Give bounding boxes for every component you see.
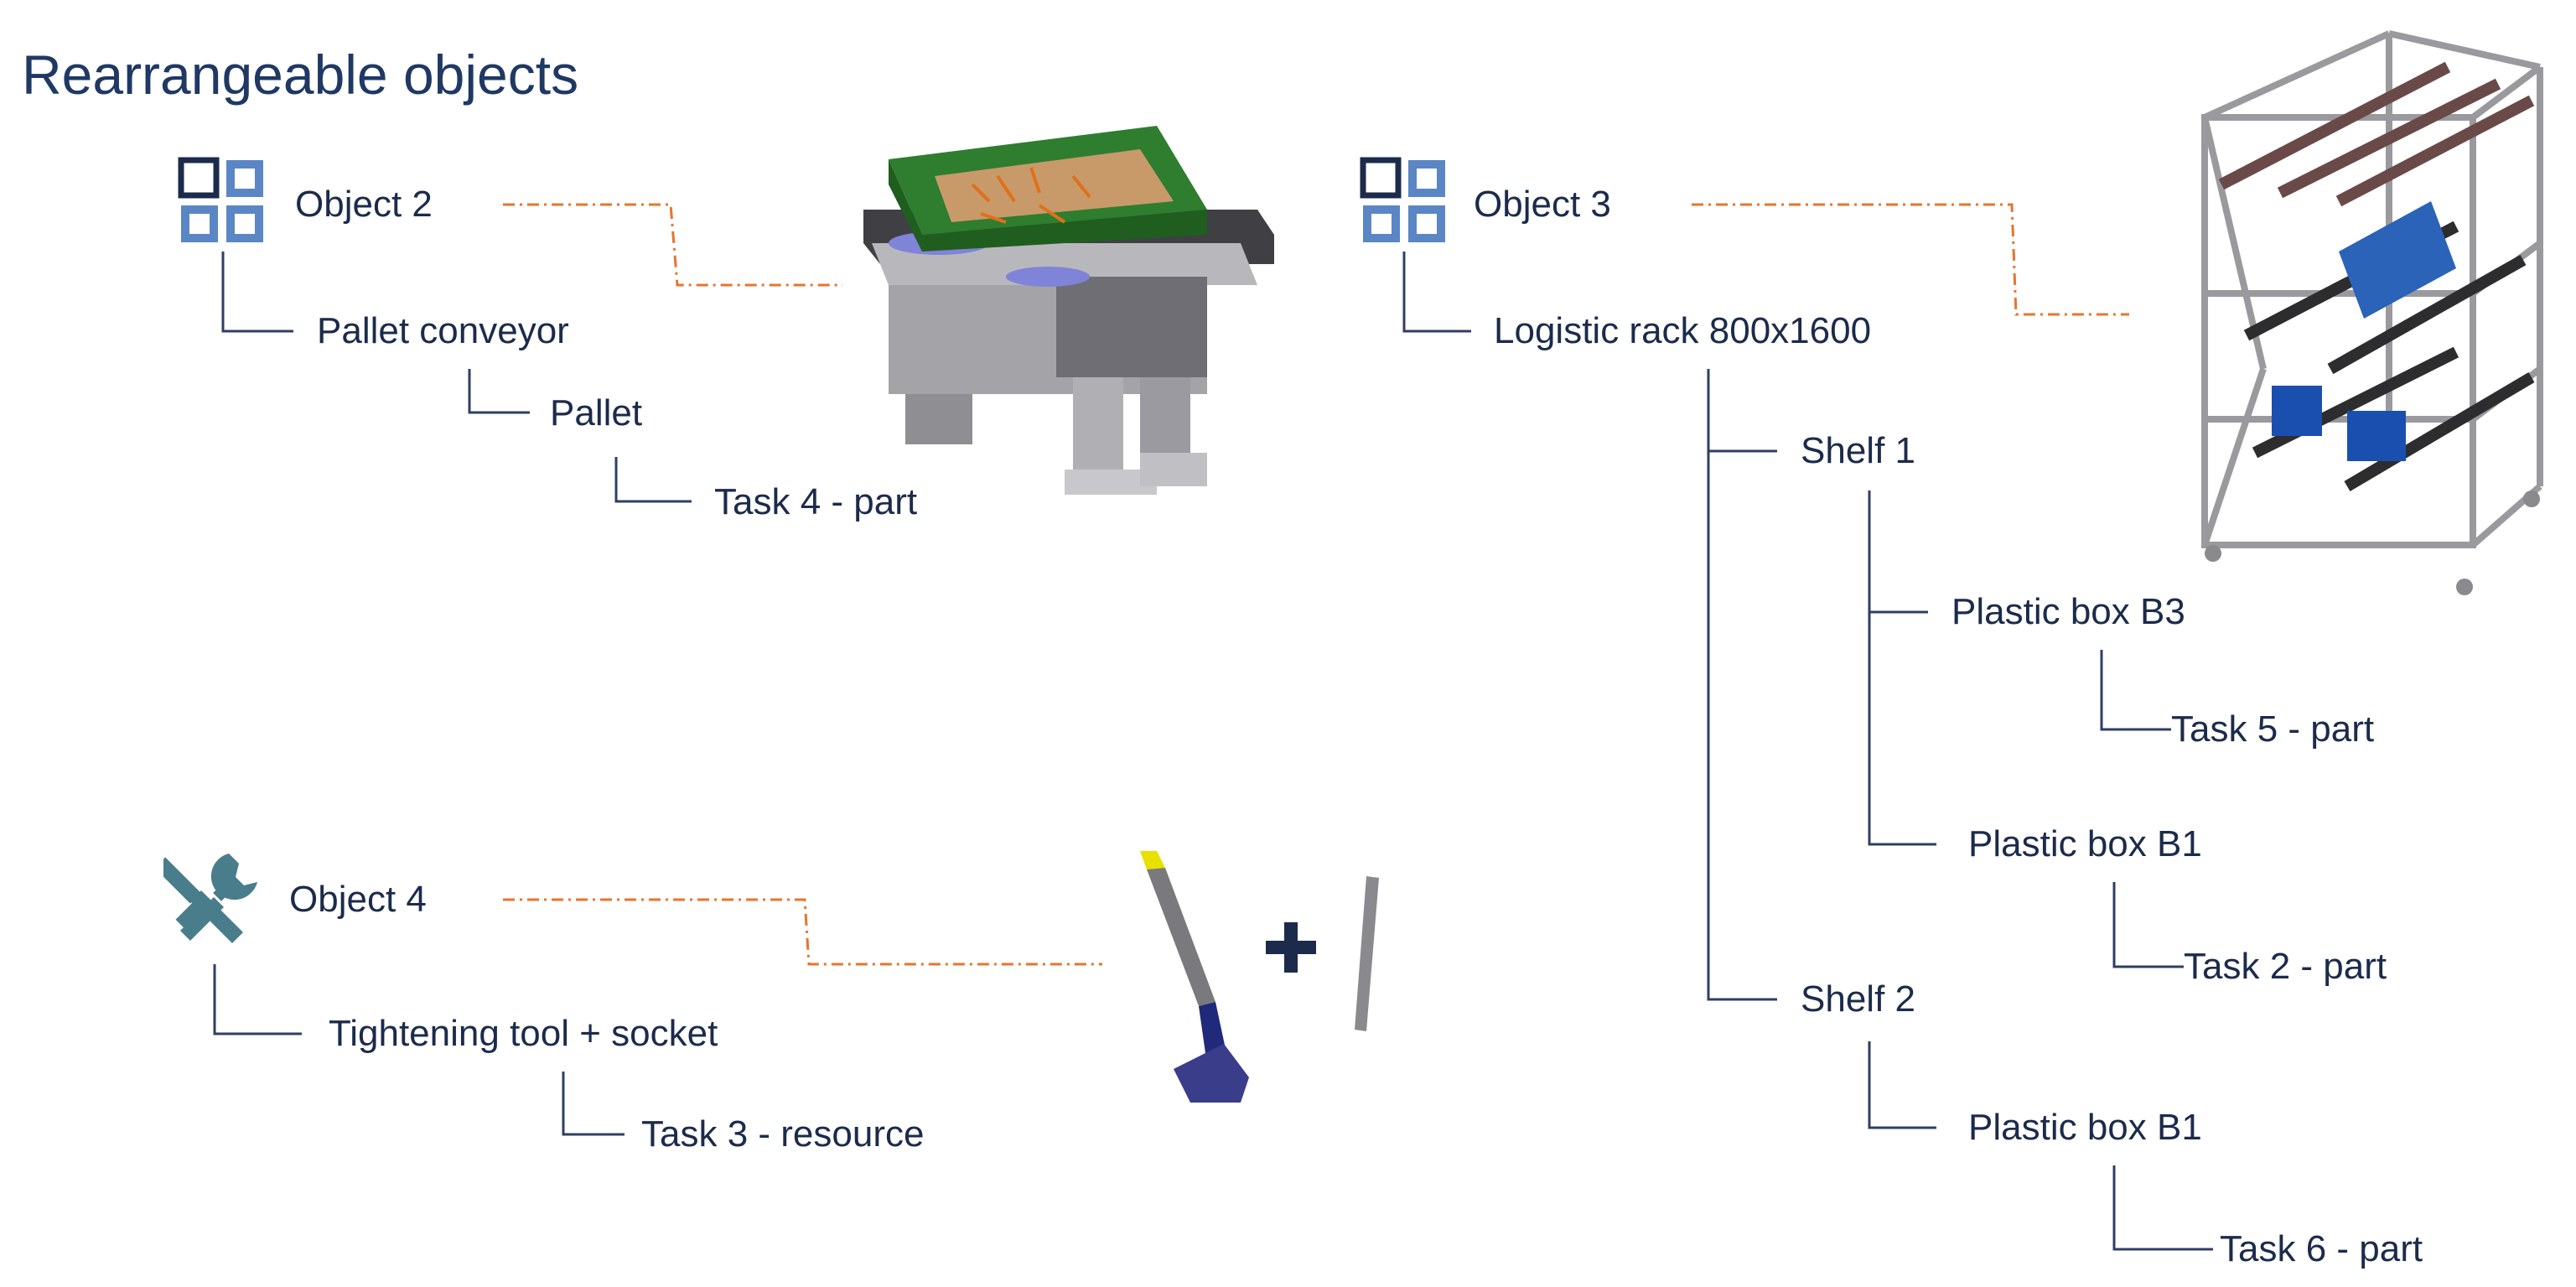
pallet-conveyor-label: Pallet conveyor bbox=[317, 310, 569, 351]
tree-line-tool-task3 bbox=[562, 1072, 625, 1136]
tightening-tool-label: Tightening tool + socket bbox=[329, 1013, 718, 1054]
tree-line-object2-conveyor bbox=[221, 252, 293, 333]
leader-line-object2 bbox=[503, 203, 842, 287]
tightening-tool-image bbox=[1140, 851, 1379, 1103]
tree-line-pallet-task4 bbox=[614, 457, 692, 503]
pallet-label: Pallet bbox=[550, 392, 643, 433]
task-5-label: Task 5 - part bbox=[2171, 708, 2375, 750]
object-4-label: Object 4 bbox=[289, 879, 427, 920]
object-grid-icon bbox=[1360, 157, 1445, 242]
pallet-conveyor-image bbox=[863, 126, 1274, 495]
tree-line-boxb3-task5 bbox=[2100, 650, 2171, 731]
plus-icon bbox=[1266, 922, 1316, 973]
diagram-title: Rearrangeable objects bbox=[22, 44, 579, 106]
task-6-label: Task 6 - part bbox=[2220, 1228, 2423, 1269]
tree-line-rack-shelves bbox=[1707, 369, 1777, 1001]
tree-line-boxb1-task2 bbox=[2112, 882, 2184, 968]
leader-line-object4 bbox=[503, 898, 1102, 966]
task-2-label: Task 2 - part bbox=[2184, 946, 2387, 987]
shelf-1-label: Shelf 1 bbox=[1801, 430, 1915, 471]
shelf-2-label: Shelf 2 bbox=[1801, 978, 1915, 1020]
tree-line-shelf1-boxes bbox=[1868, 490, 1936, 846]
leader-line-object3 bbox=[1692, 203, 2129, 316]
tool-wrench-screwdriver-icon bbox=[163, 854, 257, 943]
tree-line-shelf2-boxb1 bbox=[1868, 1041, 1936, 1129]
plastic-box-b1-label: Plastic box B1 bbox=[1968, 823, 2202, 864]
tree-line-object3-rack bbox=[1402, 252, 1471, 333]
object-2-label: Object 2 bbox=[295, 184, 433, 225]
task-3-label: Task 3 - resource bbox=[641, 1113, 925, 1155]
task-4-label: Task 4 - part bbox=[714, 481, 918, 522]
plastic-box-b3-label: Plastic box B3 bbox=[1951, 591, 2185, 632]
object-grid-icon bbox=[178, 157, 263, 242]
logistic-rack-label: Logistic rack 800x1600 bbox=[1494, 310, 1872, 351]
object-3-label: Object 3 bbox=[1474, 184, 1611, 225]
tree-line-conveyor-pallet bbox=[468, 369, 530, 414]
tree-line-object4-tool bbox=[213, 964, 302, 1035]
logistic-rack-image bbox=[2201, 30, 2543, 595]
plastic-box-b1-label: Plastic box B1 bbox=[1968, 1107, 2202, 1148]
tree-line-boxb1-task6 bbox=[2112, 1165, 2213, 1251]
